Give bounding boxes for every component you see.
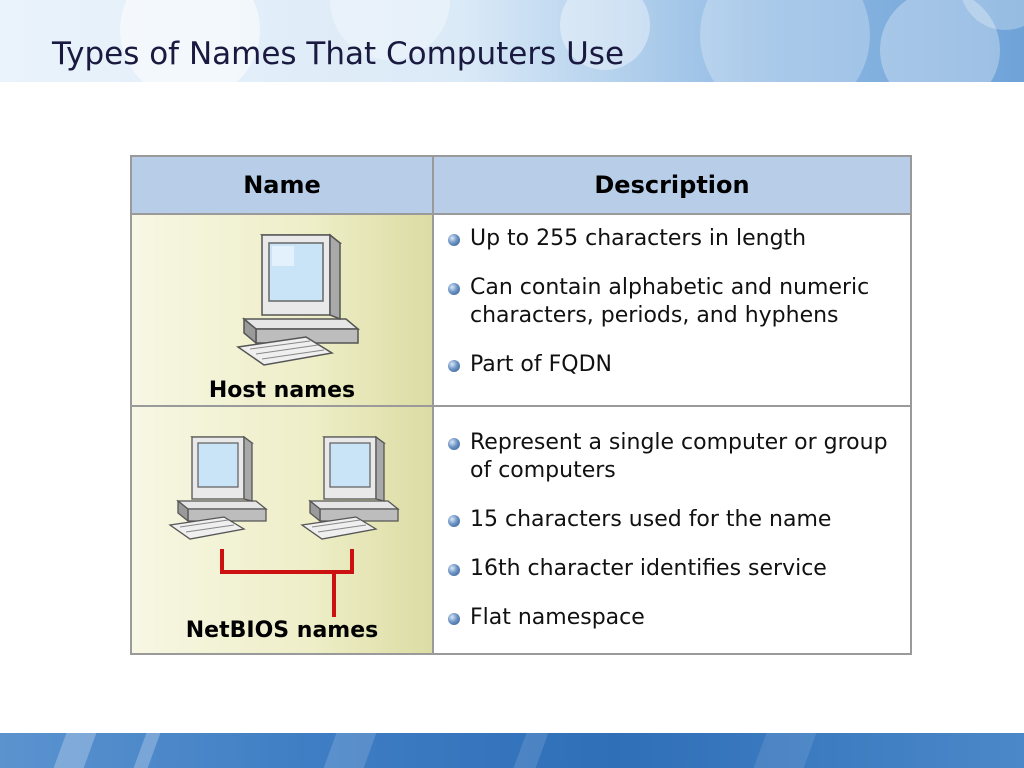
header-band: Types of Names That Computers Use <box>0 0 1024 82</box>
list-item: Part of FQDN <box>446 351 902 379</box>
list-item: 15 characters used for the name <box>446 506 902 534</box>
slide-title: Types of Names That Computers Use <box>52 36 625 72</box>
description-cell-host: Up to 255 characters in length Can conta… <box>432 213 912 407</box>
names-table: Name Description Host names <box>130 155 912 655</box>
column-header-name: Name <box>130 155 434 215</box>
list-item: Represent a single computer or group of … <box>446 429 902 485</box>
list-item: Flat namespace <box>446 604 902 632</box>
bullet-icon <box>448 564 460 576</box>
computer-icon <box>236 233 361 366</box>
description-cell-netbios: Represent a single computer or group of … <box>432 405 912 655</box>
networked-computers-icon <box>168 435 400 617</box>
host-names-label: Host names <box>208 378 356 403</box>
list-item: Can contain alphabetic and numeric chara… <box>446 274 902 330</box>
bullet-icon <box>448 515 460 527</box>
footer-band <box>0 733 1024 768</box>
bullet-icon <box>448 613 460 625</box>
column-header-description: Description <box>432 155 912 215</box>
bullet-icon <box>448 438 460 450</box>
bullet-icon <box>448 283 460 295</box>
netbios-bullet-list: Represent a single computer or group of … <box>434 407 910 632</box>
table-row: NetBIOS names Represent a single compute… <box>130 405 912 655</box>
list-item: Up to 255 characters in length <box>446 225 902 253</box>
name-cell-netbios: NetBIOS names <box>130 405 434 655</box>
table-row: Host names Up to 255 characters in lengt… <box>130 213 912 407</box>
bullet-icon <box>448 234 460 246</box>
list-item: 16th character identifies service <box>446 555 902 583</box>
name-cell-host: Host names <box>130 213 434 407</box>
host-bullet-list: Up to 255 characters in length Can conta… <box>434 215 910 379</box>
table-header-row: Name Description <box>130 155 912 215</box>
bullet-icon <box>448 360 460 372</box>
netbios-names-label: NetBIOS names <box>185 618 379 643</box>
